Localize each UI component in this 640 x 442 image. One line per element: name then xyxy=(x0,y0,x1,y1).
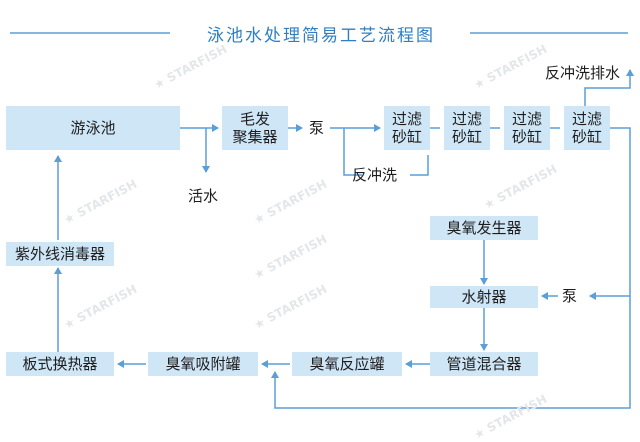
node-filter-4: 过滤 砂缸 xyxy=(564,106,610,150)
label-fresh-water: 活水 xyxy=(188,187,219,205)
node-filter-1: 过滤 砂缸 xyxy=(384,106,430,150)
label-backwash: 反冲洗 xyxy=(352,166,398,184)
node-water-injector: 水射器 xyxy=(430,286,538,308)
edge-right-return xyxy=(271,127,631,409)
diagram-title: 泳池水处理简易工艺流程图 xyxy=(176,21,466,46)
edge-backwash-drain xyxy=(584,69,634,106)
node-filter-3: 过滤 砂缸 xyxy=(504,106,550,150)
label-backwash-drain: 反冲洗排水 xyxy=(545,64,621,82)
node-pump-top: 泵 xyxy=(309,119,325,137)
node-plate-heat-exchanger: 板式换热器 xyxy=(6,352,114,376)
node-ozone-adsorption-tank: 臭氧吸附罐 xyxy=(148,352,258,376)
node-pipe-mixer: 管道混合器 xyxy=(430,352,538,376)
label-pump-right: 泵 xyxy=(562,287,578,305)
node-pool: 游泳池 xyxy=(6,106,180,150)
node-ozone-reaction-tank: 臭氧反应罐 xyxy=(292,352,402,376)
node-hair-collector: 毛发 聚集器 xyxy=(222,106,288,150)
node-filter-2: 过滤 砂缸 xyxy=(444,106,490,150)
node-uv-sterilizer: 紫外线消毒器 xyxy=(6,242,114,266)
node-ozone-generator: 臭氧发生器 xyxy=(430,216,538,240)
edge-backwash xyxy=(343,128,429,176)
